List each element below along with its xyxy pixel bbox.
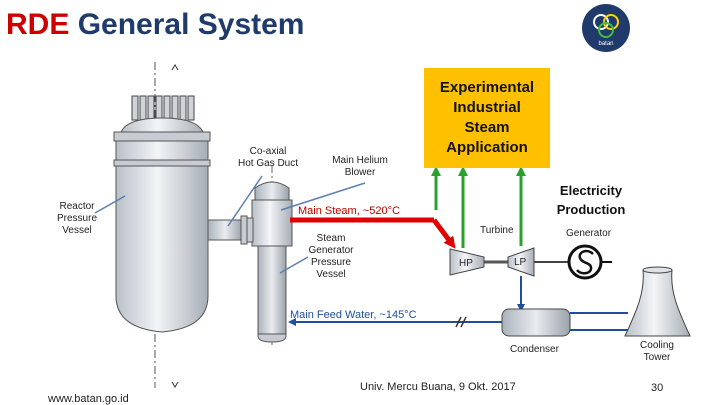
generator-icon <box>567 244 612 280</box>
label-generator: Generator <box>566 228 612 239</box>
label-cooling-tower: Cooling Tower <box>640 340 674 363</box>
steam-generator-vessel <box>246 165 293 345</box>
application-box: Experimental Industrial Steam Applicatio… <box>424 68 550 168</box>
label-condenser: Condenser <box>510 344 559 355</box>
cooling-tower <box>624 266 691 337</box>
logo-text: batan <box>598 41 613 47</box>
main-steam-label: Main Steam, ~520°C <box>298 205 400 217</box>
label-main-helium-blower: Main Helium Blower <box>332 155 388 178</box>
main-feed-water-label: Main Feed Water, ~145°C <box>290 309 417 321</box>
label-lp: LP <box>514 257 527 268</box>
slide-title: RDE General System <box>6 8 304 42</box>
condenser <box>501 308 571 337</box>
title-rest: General System <box>77 8 305 41</box>
green-arrows <box>431 166 526 248</box>
footer-event: Univ. Mercu Buana, 9 Okt. 2017 <box>360 381 516 393</box>
footer-page-number: 30 <box>651 382 664 394</box>
pointer-lines <box>94 175 366 274</box>
label-coaxial-duct: Co-axial Hot Gas Duct <box>237 146 299 169</box>
title-accent: RDE <box>6 8 70 41</box>
electricity-production-label: Electricity Production <box>556 183 626 217</box>
batan-logo-icon <box>582 4 630 52</box>
label-reactor-pressure-vessel: Reactor Pressure Vessel <box>56 201 97 236</box>
feed-water-line <box>288 276 628 331</box>
reactor-pressure-vessel <box>113 62 248 388</box>
main-steam-line <box>290 217 456 249</box>
turbine <box>449 247 568 277</box>
label-hp: HP <box>459 258 473 269</box>
footer-website: www.batan.go.id <box>48 393 129 405</box>
label-turbine: Turbine <box>480 225 514 236</box>
label-steam-generator-vessel: Steam Generator Pressure Vessel <box>308 233 354 280</box>
